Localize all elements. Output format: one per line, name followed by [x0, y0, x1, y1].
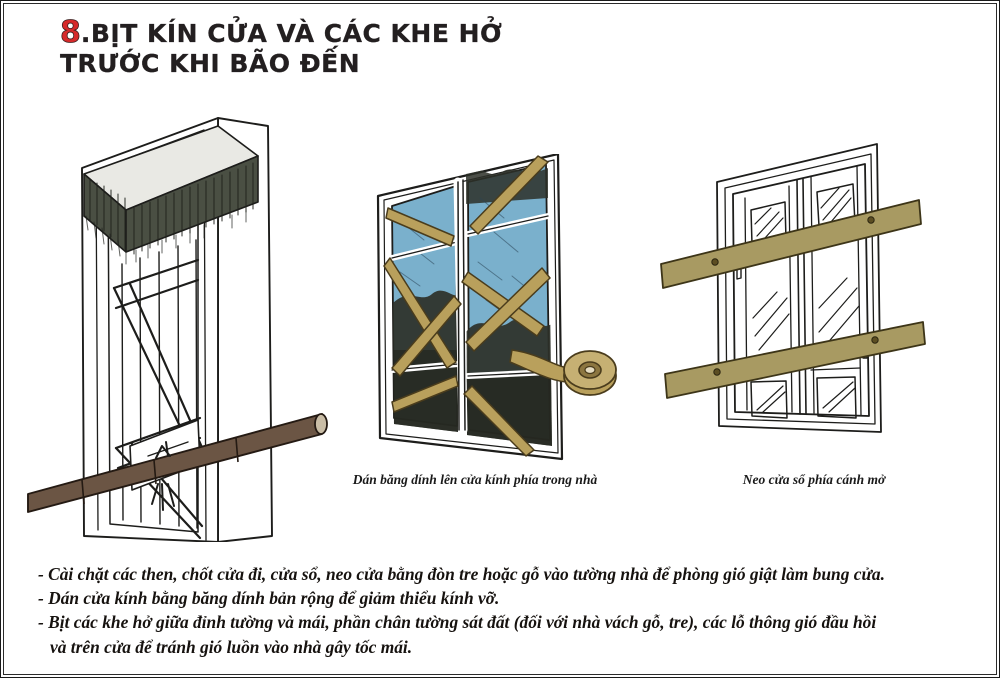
illustration-taped-glass-window — [362, 152, 652, 464]
instruction-item-2: - Dán cửa kính bằng băng dính bản rộng đ… — [38, 588, 500, 609]
tape-roll — [563, 350, 617, 396]
page-title-number: 8 — [60, 15, 82, 50]
thatch-awning — [83, 125, 259, 253]
bamboo-pole-brace — [27, 413, 328, 513]
page-inner-border: 8.BỊT KÍN CỬA VÀ CÁC KHE HỞ TRƯỚC KHI BÃ… — [3, 3, 997, 675]
instruction-item-1: - Cài chặt các then, chốt cửa đi, cửa sổ… — [38, 564, 885, 584]
page-title-line2: TRƯỚC KHI BÃO ĐẾN — [60, 49, 361, 78]
caption-window: Dán băng dính lên cửa kính phía trong nh… — [352, 472, 598, 487]
instruction-list: - Cài chặt các then, chốt cửa đi, cửa sổ… — [38, 562, 973, 659]
shutter-plank-drawing — [660, 143, 926, 433]
window-tape-drawing — [376, 152, 617, 461]
caption-shutter: Neo cửa sổ phía cánh mở — [742, 472, 886, 487]
anchor-planks — [660, 199, 926, 399]
illustration-window-anchored-planks — [659, 136, 929, 456]
illustration-door-braced-with-pole — [22, 112, 332, 543]
page-title-line1: .BỊT KÍN CỬA VÀ CÁC KHE HỞ — [80, 19, 503, 48]
instruction-item-3-continued: và trên cửa để tránh gió luồn vào nhà gâ… — [50, 636, 413, 657]
door-drawing — [27, 117, 328, 543]
instruction-item-3: - Bịt các khe hở giữa đỉnh tường và mái,… — [38, 612, 877, 633]
tape-strips — [383, 155, 571, 457]
page-title: 8.BỊT KÍN CỬA VÀ CÁC KHE HỞ TRƯỚC KHI BÃ… — [60, 15, 580, 79]
